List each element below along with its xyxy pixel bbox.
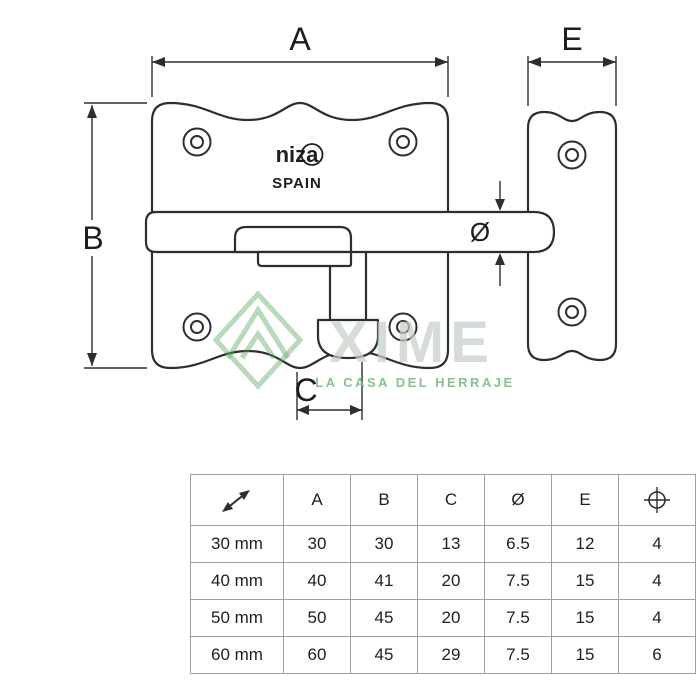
brand-block: niza SPAIN [272,142,324,192]
watermark-title: XIME [329,310,495,375]
value-cell: 20 [417,562,485,600]
table-header-row: A B C Ø E [190,474,696,526]
value-cell: 60 [283,636,351,674]
dim-diameter: Ø [470,181,505,286]
bolt-handle-stem [328,252,368,320]
value-cell: 30 [350,525,418,563]
diagonal-arrow-icon [222,490,250,512]
value-cell: 41 [350,562,418,600]
value-cell: 6.5 [484,525,552,563]
value-cell: 29 [417,636,485,674]
bolt-handle-knob [316,318,380,360]
dim-label-a: A [289,21,311,57]
dim-label-c: C [294,372,317,408]
value-cell: 45 [350,636,418,674]
hole-header-cell [618,474,696,526]
hole-icon [644,487,670,513]
value-cell: 7.5 [484,599,552,637]
value-cell: 45 [350,599,418,637]
dim-label-b: B [82,220,103,256]
size-header-cell [190,474,284,526]
dim-E: E [527,21,617,106]
latch-technical-drawing: A E B Ø C niza SPAIN [78,21,618,420]
value-cell: 4 [618,599,696,637]
screw-holes-keeper [557,140,587,327]
dim-B: B [78,102,147,369]
brand-logo-text: niza [276,142,320,167]
value-cell: 4 [618,562,696,600]
size-cell: 40 mm [190,562,284,600]
value-cell: 30 [283,525,351,563]
dim-label-diameter: Ø [470,217,490,247]
value-cell: 7.5 [484,562,552,600]
brand-a-circle [300,143,324,166]
value-cell: 13 [417,525,485,563]
value-cell: 15 [551,636,619,674]
header-diameter: Ø [484,474,552,526]
value-cell: 12 [551,525,619,563]
brand-country-text: SPAIN [272,175,322,192]
header-A: A [283,474,351,526]
size-cell: 60 mm [190,636,284,674]
header-B: B [350,474,418,526]
keeper-plate [526,110,618,362]
bolt-slider-lip [256,250,353,268]
size-cell: 30 mm [190,525,284,563]
value-cell: 15 [551,562,619,600]
value-cell: 6 [618,636,696,674]
value-cell: 40 [283,562,351,600]
watermark-logo-icon [212,290,304,390]
screw-holes-main [182,127,418,342]
drawing-canvas: A E B Ø C niza SPAIN [78,21,618,420]
value-cell: 50 [283,599,351,637]
watermark: XIME LA CASA DEL HERRAJE [212,290,514,390]
header-E: E [551,474,619,526]
dim-A: A [151,21,449,97]
value-cell: 7.5 [484,636,552,674]
watermark-subtitle: LA CASA DEL HERRAJE [315,375,514,390]
value-cell: 4 [618,525,696,563]
header-C: C [417,474,485,526]
size-cell: 50 mm [190,599,284,637]
value-cell: 20 [417,599,485,637]
dim-label-e: E [561,21,582,57]
bolt-slider [233,225,353,254]
dim-C: C [294,362,363,420]
value-cell: 15 [551,599,619,637]
